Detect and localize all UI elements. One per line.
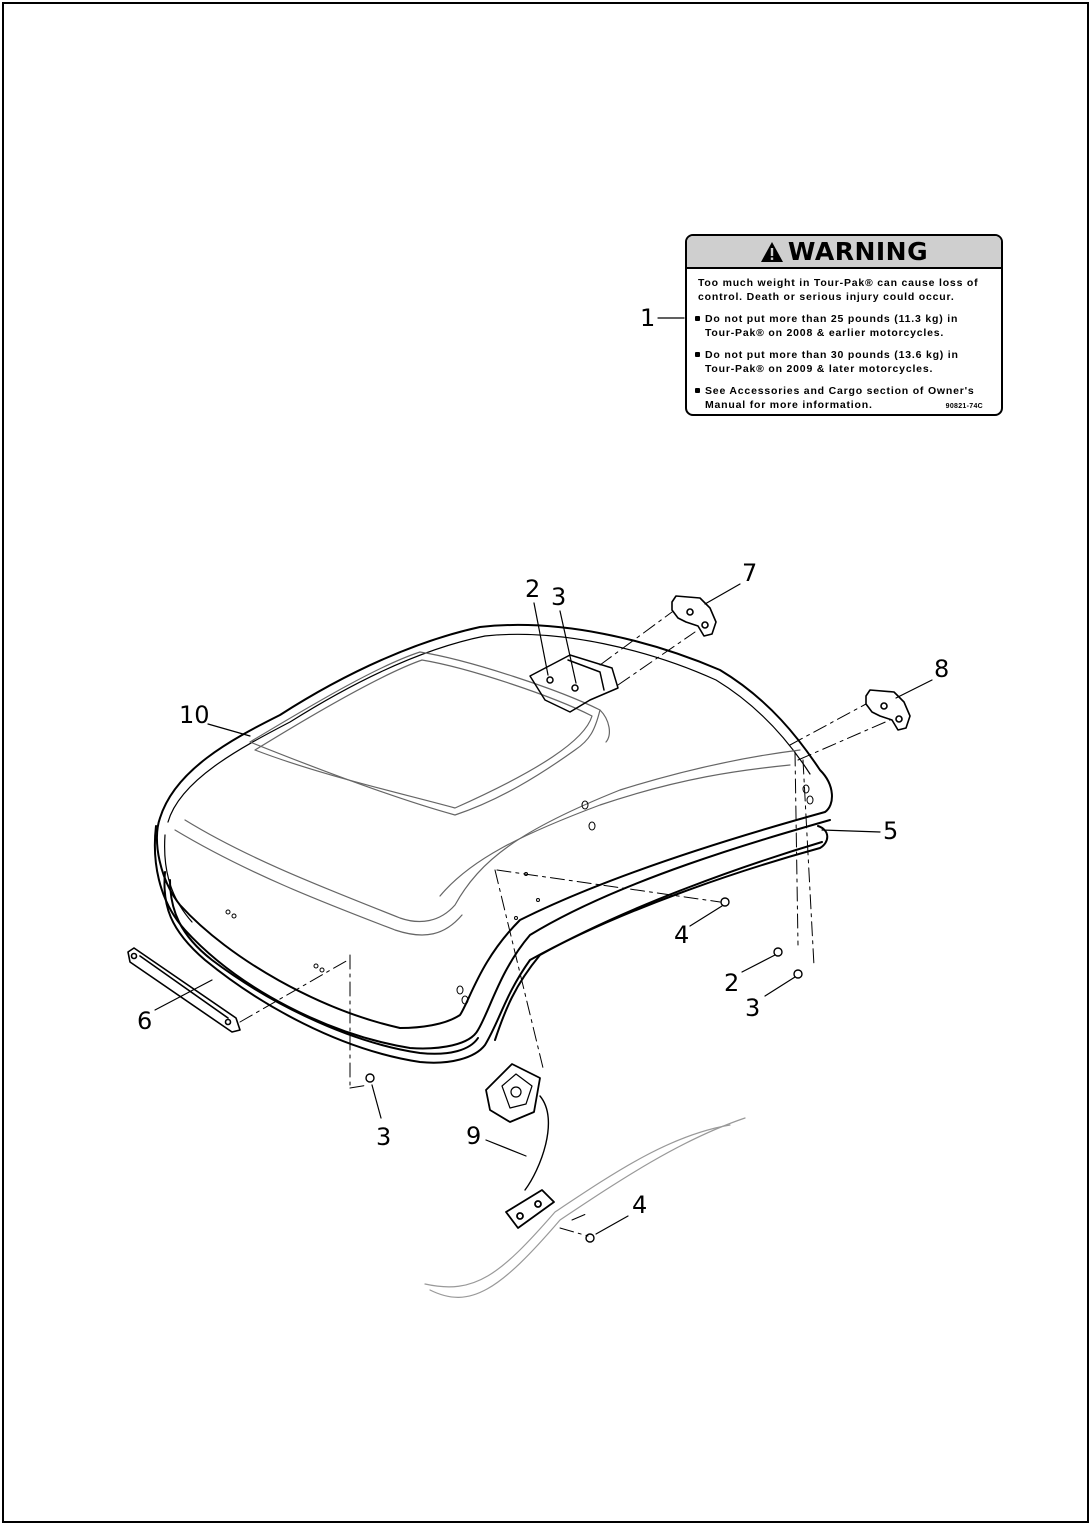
- callout-8: 8: [934, 655, 950, 683]
- mounting-holes: [225, 784, 814, 1005]
- fender-arc: [424, 1117, 746, 1298]
- warning-intro: Too much weight in Tour-Pak® can cause l…: [698, 277, 979, 303]
- warning-bullet: See Accessories and Cargo section of Own…: [695, 384, 991, 412]
- callout-2-top: 2: [525, 575, 541, 603]
- warning-body: Too much weight in Tour-Pak® can cause l…: [687, 269, 1001, 412]
- lid: [153, 624, 833, 1050]
- strap-6: [127, 947, 241, 1033]
- latch-7: [671, 595, 717, 637]
- callout-3-top: 3: [551, 583, 567, 611]
- latch-8: [865, 689, 911, 731]
- warning-header: WARNING: [687, 236, 1001, 269]
- warning-title: WARNING: [787, 237, 929, 266]
- callout-3-bottom: 3: [376, 1123, 392, 1151]
- light-9: [485, 1063, 555, 1229]
- callout-6: 6: [137, 1007, 153, 1035]
- warning-bullet: Do not put more than 25 pounds (11.3 kg)…: [695, 312, 991, 340]
- gasket: [163, 825, 881, 1064]
- callout-4-bottom: 4: [632, 1191, 648, 1219]
- lid-top-panel: [174, 651, 801, 936]
- warning-label: WARNING Too much weight in Tour-Pak® can…: [685, 234, 1003, 416]
- callout-5: 5: [883, 817, 899, 845]
- callout-3-right: 3: [745, 994, 761, 1022]
- leader-lines: [154, 317, 933, 1235]
- warning-part-code: 90821-74C: [945, 403, 983, 410]
- warning-triangle-icon: [760, 241, 783, 262]
- callout-4-mid: 4: [674, 921, 690, 949]
- screws: [365, 897, 803, 1243]
- hinge-bracket-top: [529, 654, 619, 713]
- warning-bullet: Do not put more than 30 pounds (13.6 kg)…: [695, 348, 991, 376]
- callout-9: 9: [466, 1122, 482, 1150]
- callout-7: 7: [742, 559, 758, 587]
- callout-2-right: 2: [724, 969, 740, 997]
- callout-1: 1: [640, 304, 656, 332]
- assembly-lines: [239, 611, 891, 1237]
- callout-10: 10: [179, 701, 210, 729]
